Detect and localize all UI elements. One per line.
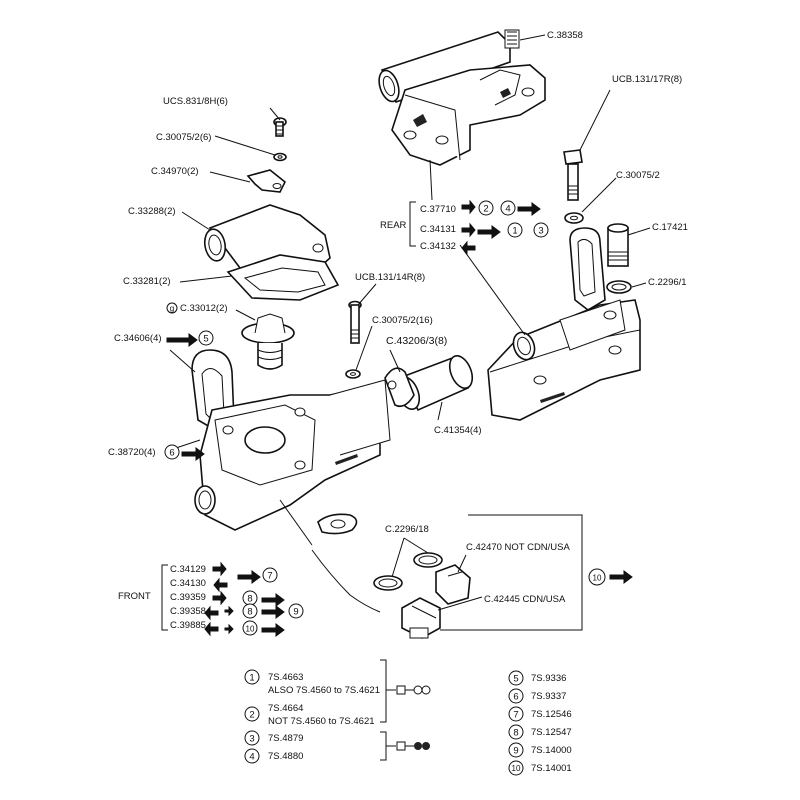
- label-c42470: C.42470 NOT CDN/USA: [466, 542, 570, 553]
- label-front-part-4: C.39358: [170, 606, 206, 617]
- callout-5: 5: [203, 334, 208, 345]
- legend-9-text: 7S.14000: [531, 745, 572, 756]
- callout-9: 9: [293, 607, 298, 618]
- label-c38720: C.38720(4): [108, 447, 156, 458]
- legend-num-1: 1: [249, 673, 254, 684]
- legend-left: 1 7S.4663 ALSO 7S.4560 to 7S.4621 2 7S.4…: [244, 659, 431, 764]
- legend-7-text: 7S.12546: [531, 709, 572, 720]
- label-c43206: C.43206/3(8): [386, 335, 447, 347]
- washer-c30075-16-drawing: [345, 369, 361, 379]
- rear-union-c17421-drawing: [607, 223, 629, 267]
- label-front-part-5: C.39885: [170, 620, 206, 631]
- legend-num-6: 6: [513, 692, 518, 703]
- legend-10-text: 7S.14001: [531, 763, 572, 774]
- label-c33288: C.33288(2): [128, 206, 176, 217]
- legend-2-line1: 7S.4664: [268, 703, 303, 714]
- washer-c30075-drawing: [564, 212, 584, 224]
- label-c41354: C.41354(4): [434, 425, 482, 436]
- legend-3-line1: 7S.4879: [268, 733, 303, 744]
- label-c30075-2: C.30075/2: [616, 170, 660, 181]
- label-rear-part-3: C.34132: [420, 241, 456, 252]
- label-c33281: C.33281(2): [123, 276, 171, 287]
- callout-2-rear: 2: [483, 204, 488, 215]
- rear-water-manifold-drawing: [487, 299, 641, 421]
- callout-10-right: 10: [593, 574, 602, 583]
- callout-g: g: [170, 304, 174, 313]
- label-c34606: C.34606(4): [114, 333, 162, 344]
- legend-num-5: 5: [513, 674, 518, 685]
- callout-circles: 2 4 1 3 5 6 g 7 8 8 9 10 10: [164, 200, 606, 636]
- callout-8-b: 8: [247, 607, 252, 618]
- legend-2-line2: NOT 7S.4560 to 7S.4621: [268, 716, 375, 727]
- legend-right: 5 7S.9336 6 7S.9337 7 7S.12546 8 7S.1254…: [508, 670, 572, 776]
- legend-num-8: 8: [513, 728, 518, 739]
- drain-plug-c42470-drawing: [435, 564, 471, 605]
- label-rear: REAR: [380, 220, 407, 231]
- legend-num-10: 10: [512, 764, 521, 773]
- legend-num-7: 7: [513, 710, 518, 721]
- gasket-c33281-drawing: [226, 254, 340, 301]
- label-c42445: C.42445 CDN/USA: [484, 594, 566, 605]
- label-rear-part-2: C.34131: [420, 224, 456, 235]
- legend-num-2: 2: [249, 710, 254, 721]
- label-c2296-18: C.2296/18: [385, 524, 429, 535]
- label-ucs831: UCS.831/8H(6): [163, 96, 228, 107]
- label-front-part-2: C.34130: [170, 578, 206, 589]
- label-c33012: C.33012(2): [180, 303, 228, 314]
- part-labels: C.38358 UCS.831/8H(6) C.30075/2(6) C.349…: [108, 30, 688, 631]
- callout-10-front: 10: [246, 625, 255, 634]
- drain-plug-c42445-drawing: [401, 597, 441, 639]
- legend-8-text: 7S.12547: [531, 727, 572, 738]
- clip-c34970-drawing: [246, 169, 287, 193]
- label-c2296-1: C.2296/1: [648, 277, 687, 288]
- label-ucb131-14r: UCB.131/14R(8): [355, 272, 425, 283]
- callout-7: 7: [267, 571, 272, 582]
- small-gasket-drawing: [317, 513, 358, 535]
- bolt-ucb131-17r-drawing: [563, 149, 583, 201]
- bolt-ucs831-drawing: [273, 117, 287, 137]
- front-water-manifold-drawing: [194, 379, 391, 531]
- washer-c2296-1-drawing: [606, 280, 632, 294]
- callout-6: 6: [169, 448, 174, 459]
- hose-and-clip-drawing: [384, 354, 474, 412]
- stud-ucb131-14r-drawing: [348, 300, 362, 344]
- label-c38358: C.38358: [547, 30, 583, 41]
- callout-1-rear: 1: [512, 226, 517, 237]
- legend-4-line1: 7S.4880: [268, 751, 303, 762]
- label-c30075-2-16: C.30075/2(16): [372, 315, 433, 326]
- legend-num-9: 9: [513, 746, 518, 757]
- callout-3-rear: 3: [538, 226, 543, 237]
- callout-4-rear: 4: [505, 204, 510, 215]
- label-rear-part-1: C.37710: [420, 204, 456, 215]
- legend-6-text: 7S.9337: [531, 691, 566, 702]
- label-ucb131-17r: UCB.131/17R(8): [612, 74, 682, 85]
- legend-num-4: 4: [249, 752, 254, 763]
- label-c17421: C.17421: [652, 222, 688, 233]
- label-front-part-3: C.39359: [170, 592, 206, 603]
- rear-outlet-pipe-drawing: [378, 29, 546, 166]
- lifting-eye-rear-drawing: [569, 227, 606, 311]
- direction-arrows: [166, 199, 633, 637]
- callout-8-a: 8: [247, 594, 252, 605]
- thermostat-c33012-drawing: [241, 313, 295, 370]
- legend-1-line1: 7S.4663: [268, 672, 303, 683]
- label-front: FRONT: [118, 591, 151, 602]
- washers-c2296-18-drawing: [373, 552, 443, 591]
- label-c34970: C.34970(2): [151, 166, 199, 177]
- label-front-part-1: C.34129: [170, 564, 206, 575]
- legend-num-3: 3: [249, 734, 254, 745]
- legend-1-line2: ALSO 7S.4560 to 7S.4621: [268, 685, 380, 696]
- legend-5-text: 7S.9336: [531, 673, 566, 684]
- label-c30075-2-6: C.30075/2(6): [156, 132, 211, 143]
- washer-small-drawing: [273, 152, 287, 162]
